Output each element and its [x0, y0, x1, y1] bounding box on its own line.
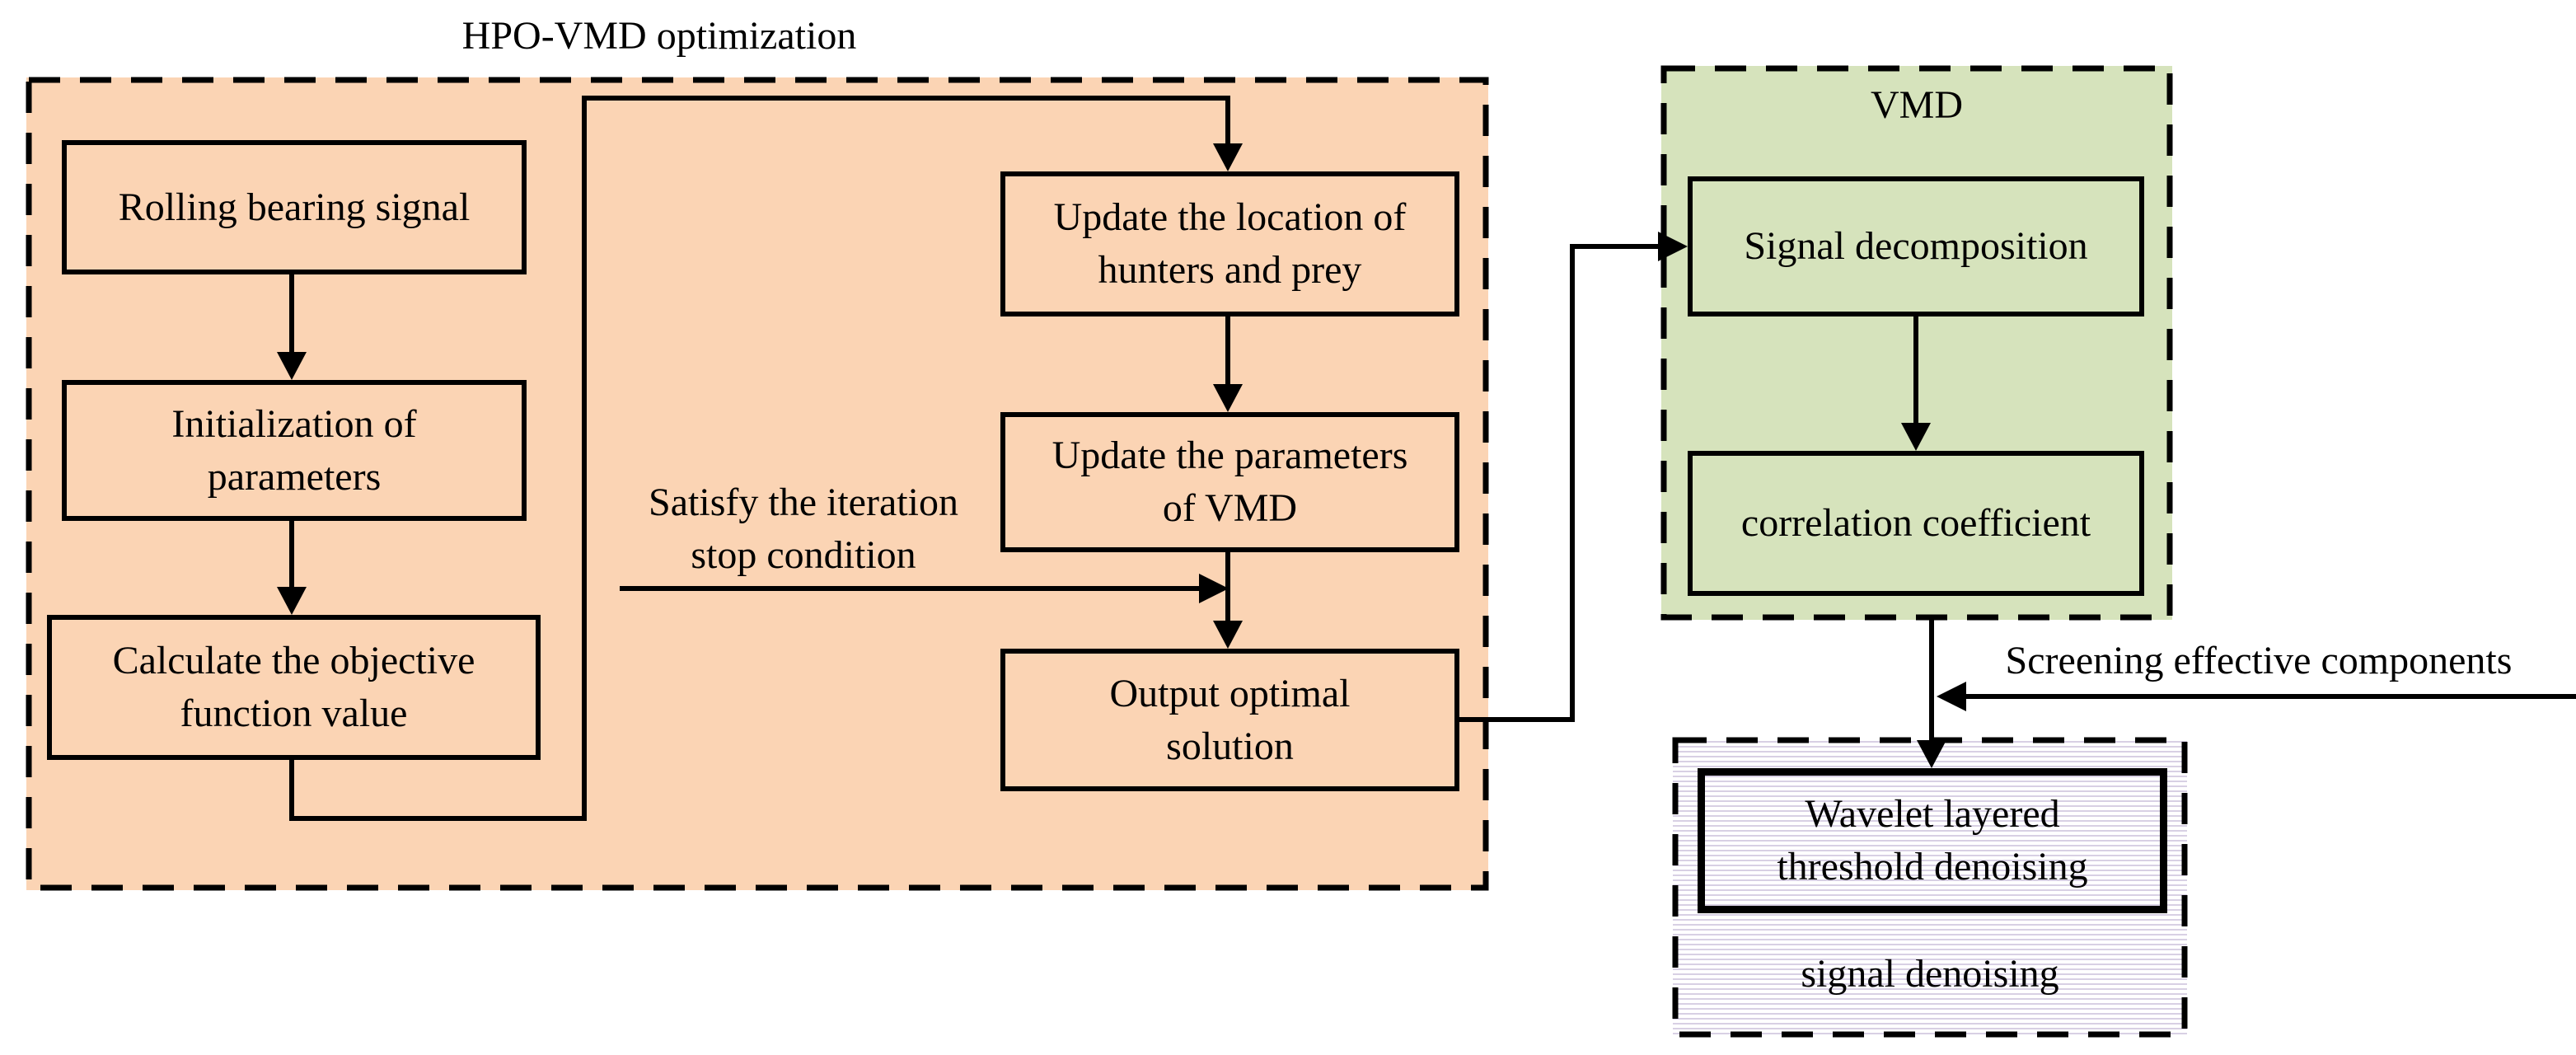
- arrow-vmd-to-wavelet-head: [1917, 740, 1946, 768]
- hpo-group-title: HPO-VMD optimization: [461, 14, 857, 58]
- arrow-init-to-calc-head: [277, 587, 307, 615]
- hpo-dashed-border: [26, 77, 1489, 891]
- output-optimal-solution-box: Output optimal solution: [1000, 649, 1459, 791]
- arrow-screening-line: [1966, 694, 2576, 699]
- arrow-signal-to-correlation-head: [1901, 423, 1931, 451]
- initialization-parameters-box: Initialization of parameters: [62, 380, 527, 521]
- arrow-output-to-vmd-seg1: [1459, 717, 1575, 722]
- arrow-rolling-to-init-line: [289, 274, 294, 354]
- arrow-rolling-to-init-head: [277, 352, 307, 380]
- loop-line-bottom: [289, 816, 587, 821]
- arrow-screening-head: [1937, 682, 1966, 711]
- vmd-dashed-border: [1660, 65, 2173, 621]
- arrow-output-to-vmd-seg2: [1570, 244, 1575, 722]
- calculate-objective-box: Calculate the objective function value: [47, 615, 541, 760]
- vmd-group-title: VMD: [1870, 83, 1963, 127]
- signal-denoising-group: [1673, 738, 2187, 1037]
- loop-line-up: [582, 96, 587, 821]
- arrow-vmd-to-wavelet-line: [1929, 620, 1934, 740]
- arrow-location-to-parameters-head: [1213, 384, 1243, 412]
- arrow-satisfy-line: [620, 586, 1199, 591]
- arrow-output-to-vmd-head: [1658, 232, 1688, 261]
- arrow-output-to-vmd-seg3: [1570, 244, 1660, 249]
- update-location-box: Update the location of hunters and prey: [1000, 171, 1459, 316]
- arrow-parameters-to-output-head: [1213, 621, 1243, 649]
- satisfy-iteration-label: Satisfy the iteration stop condition: [649, 481, 958, 577]
- arrow-loop-to-update-location-line: [1225, 96, 1230, 145]
- rolling-bearing-signal-box: Rolling bearing signal: [62, 140, 527, 274]
- arrow-loop-to-update-location-head: [1213, 143, 1243, 171]
- denoise-dashed-border: [1672, 737, 2188, 1038]
- arrow-signal-to-correlation-line: [1913, 316, 1918, 423]
- arrow-init-to-calc-line: [289, 521, 294, 588]
- screening-components-label: Screening effective components: [2005, 639, 2513, 682]
- arrow-satisfy-head: [1199, 574, 1229, 603]
- signal-denoising-label: signal denoising: [1801, 952, 2059, 996]
- wavelet-threshold-denoising-box: Wavelet layered threshold denoising: [1698, 768, 2167, 913]
- hpo-optimization-group: [26, 77, 1488, 890]
- arrow-location-to-parameters-line: [1225, 316, 1230, 384]
- update-parameters-box: Update the parameters of VMD: [1000, 412, 1459, 552]
- loop-line-top: [582, 96, 1230, 101]
- signal-decomposition-box: Signal decomposition: [1688, 176, 2144, 316]
- correlation-coefficient-box: correlation coefficient: [1688, 451, 2144, 596]
- loop-line-calc-down: [289, 760, 294, 821]
